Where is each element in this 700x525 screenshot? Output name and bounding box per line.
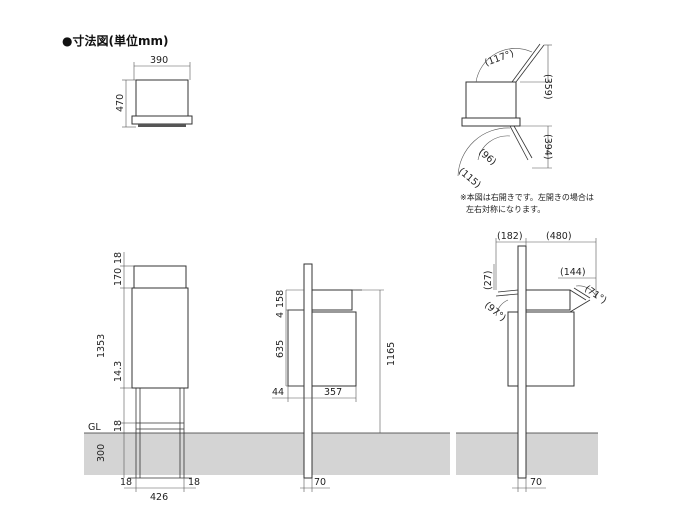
top-view: 390 470 xyxy=(115,55,193,128)
ground-label: GL xyxy=(88,422,101,433)
note-line-1: ※本図は右開きです。左開きの場合は xyxy=(460,192,594,202)
page-title: ●寸法図(単位mm) xyxy=(62,33,168,48)
dim-635: 635 xyxy=(275,340,286,358)
dim-18-right: 18 xyxy=(188,477,200,488)
angle-97: (97°) xyxy=(482,300,508,324)
dim-18-top: 18 xyxy=(113,252,124,264)
open-dim-70: 70 xyxy=(530,477,542,488)
side-dim-70: 70 xyxy=(314,477,326,488)
dim-426: 426 xyxy=(150,492,168,503)
top-height-label: 470 xyxy=(115,94,126,112)
dim-300: 300 xyxy=(96,444,107,462)
dim-1353: 1353 xyxy=(96,334,107,358)
dim-4: 4 xyxy=(275,312,286,318)
ground: GL xyxy=(84,422,598,475)
dim-182: (182) xyxy=(497,231,523,242)
dim-158: 158 xyxy=(275,290,286,308)
dim-144: (144) xyxy=(560,267,586,278)
top-angle-label: (117°) xyxy=(483,48,515,69)
bottom-angle2-label: (115) xyxy=(456,166,483,191)
top-width-label: 390 xyxy=(150,55,168,66)
bottom-angle-label: (96) xyxy=(476,147,498,168)
dim-18-left: 18 xyxy=(120,477,132,488)
dim-18-mid: 18 xyxy=(113,420,124,432)
dim-480: (480) xyxy=(546,231,572,242)
dim-357: 357 xyxy=(324,387,342,398)
front-view: 18 170 1353 14.3 18 300 18 18 426 xyxy=(96,252,200,503)
dim-1165: 1165 xyxy=(386,342,397,366)
side-view: 158 4 635 1165 44 357 70 xyxy=(272,263,397,492)
dim-27: (27) xyxy=(483,270,494,290)
top-dim-label: (359) xyxy=(542,74,553,100)
open-side-view: (182) (480) (27) (144) (71°) (97°) 70 xyxy=(482,231,608,492)
bottom-dim-label: (394) xyxy=(542,134,553,160)
dim-14-3: 14.3 xyxy=(113,361,124,382)
note-line-2: 左右対称になります。 xyxy=(466,204,545,214)
opening-view: (117°) (359) (96) (115) (394) ※本図は右開きです。… xyxy=(456,43,594,214)
dim-44: 44 xyxy=(272,387,284,398)
dim-170: 170 xyxy=(113,268,124,286)
angle-71: (71°) xyxy=(582,283,608,306)
